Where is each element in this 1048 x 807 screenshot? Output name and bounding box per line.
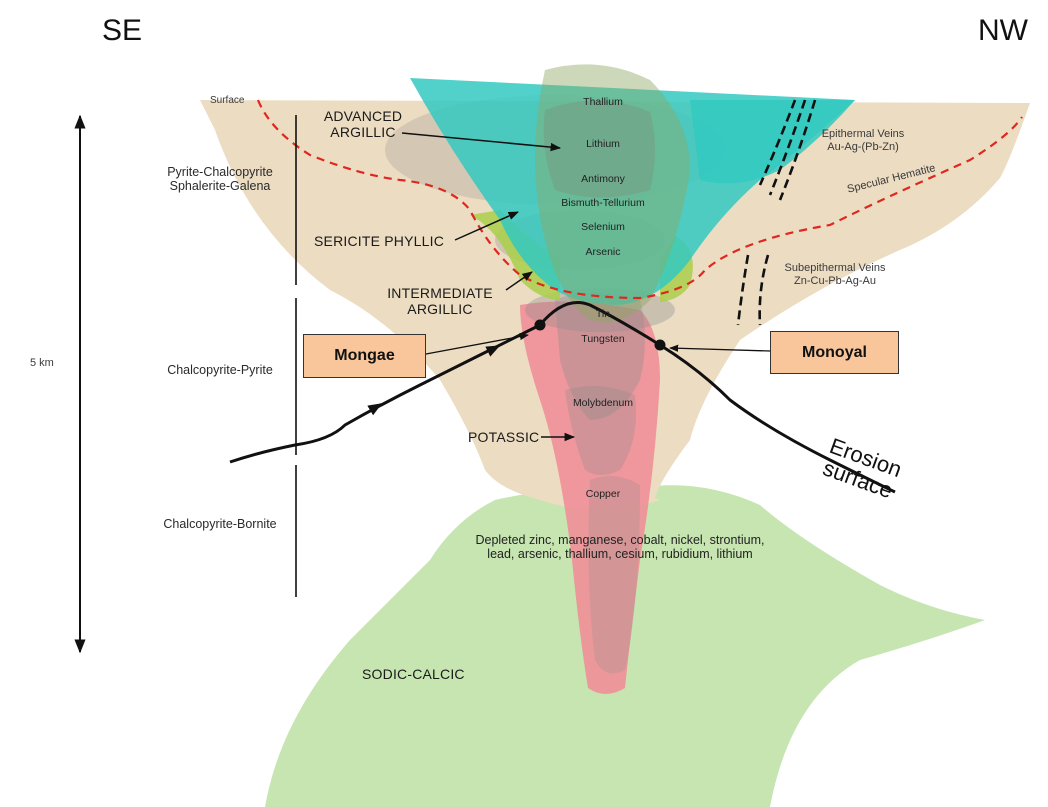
element-antimony: Antimony bbox=[528, 173, 678, 185]
direction-se: SE bbox=[102, 14, 142, 49]
site-box-mongae: Mongae bbox=[303, 334, 426, 378]
scale-label: 5 km bbox=[30, 357, 54, 370]
zone-chalcopyrite-bornite: Chalcopyrite-Bornite bbox=[150, 517, 290, 531]
element-bismuth-tellurium: Bismuth-Tellurium bbox=[528, 197, 678, 209]
element-selenium: Selenium bbox=[528, 221, 678, 233]
site-box-monoyal: Monoyal bbox=[770, 331, 899, 374]
element-copper: Copper bbox=[528, 488, 678, 500]
surface-label: Surface bbox=[210, 95, 244, 107]
direction-nw: NW bbox=[978, 14, 1028, 49]
label-potassic: POTASSIC bbox=[468, 429, 539, 445]
zone-chalcopyrite-pyrite: Chalcopyrite-Pyrite bbox=[150, 363, 290, 377]
element-molybdenum: Molybdenum bbox=[528, 397, 678, 409]
label-sericite-phyllic: SERICITE PHYLLIC bbox=[314, 233, 444, 249]
element-tin: Tin bbox=[528, 308, 678, 320]
label-sodic-calcic: SODIC-CALCIC bbox=[362, 666, 465, 682]
element-tungsten: Tungsten bbox=[528, 333, 678, 345]
depleted-elements-text: Depleted zinc, manganese, cobalt, nickel… bbox=[430, 533, 810, 562]
element-lithium: Lithium bbox=[528, 138, 678, 150]
element-thallium: Thallium bbox=[528, 96, 678, 108]
element-arsenic: Arsenic bbox=[528, 246, 678, 258]
